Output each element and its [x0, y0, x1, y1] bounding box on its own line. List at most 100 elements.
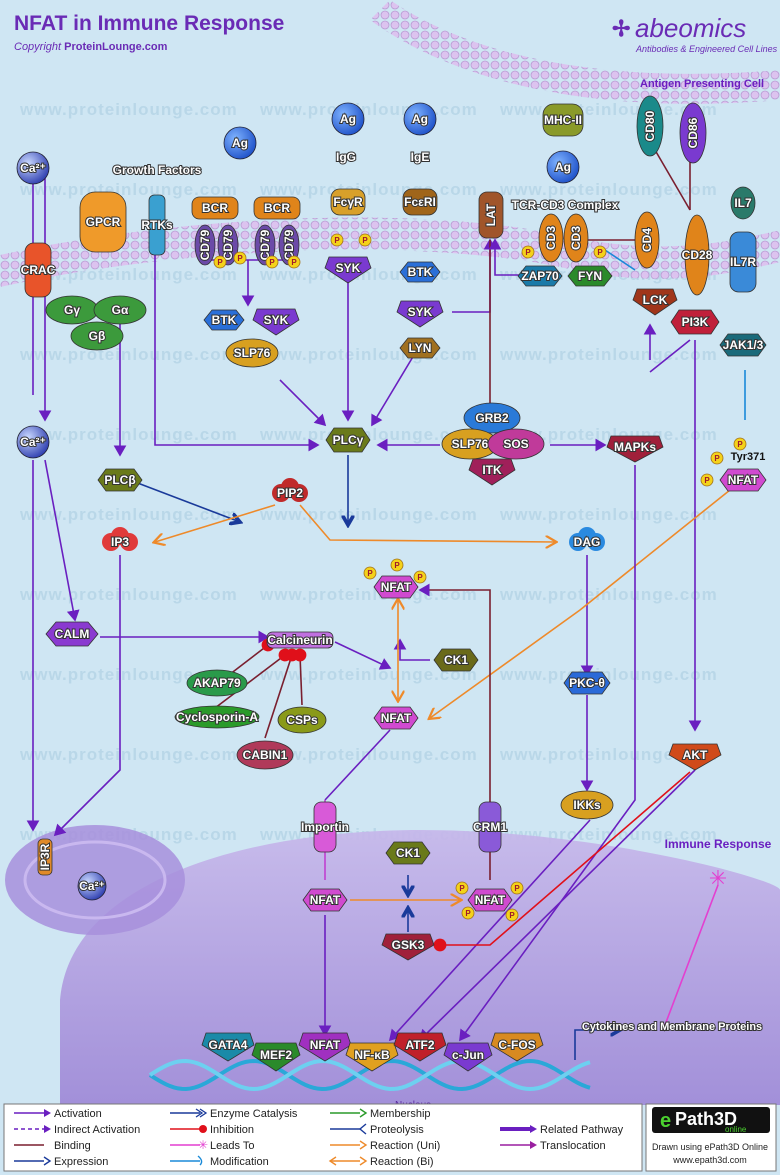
node-ca-mid[interactable]: Ca²⁺: [16, 425, 50, 459]
node-cd79-1[interactable]: CD79: [194, 224, 216, 266]
legend-item: Modification: [170, 1155, 269, 1168]
node-cd80[interactable]: CD80: [636, 95, 664, 157]
node-pip2[interactable]: PIP2: [272, 478, 308, 502]
watermark-text: www.proteinlounge.com: [499, 665, 718, 684]
node-mhc[interactable]: MHC-II: [542, 103, 584, 137]
node-lyn[interactable]: LYN: [399, 337, 441, 359]
node-slp76-bcr[interactable]: SLP76: [225, 338, 279, 368]
node-fyn[interactable]: FYN: [567, 265, 613, 287]
node-ca-top[interactable]: Ca²⁺: [16, 151, 50, 185]
node-nfat-p-top[interactable]: NFAT: [373, 575, 419, 599]
node-lat[interactable]: LAT: [478, 191, 504, 239]
node-gata4[interactable]: GATA4: [201, 1032, 255, 1062]
node-mapks[interactable]: MAPKs: [606, 435, 664, 463]
node-g-gamma[interactable]: Gγ: [45, 295, 99, 325]
node-jak[interactable]: JAK1/3: [719, 333, 767, 357]
node-importin[interactable]: Importin: [300, 801, 350, 853]
node-calcineurin[interactable]: Calcineurin: [266, 631, 334, 649]
footer-logo[interactable]: e Path3D online Drawn using ePath3D Onli…: [645, 1103, 777, 1172]
node-fcgr[interactable]: FcγR: [330, 188, 366, 216]
node-nfat-nuc[interactable]: NFAT: [302, 888, 348, 912]
node-syk-fcg[interactable]: SYK: [324, 256, 372, 284]
node-ag2[interactable]: Ag: [331, 102, 365, 136]
node-ck1-top[interactable]: CK1: [433, 648, 479, 672]
node-cd3b[interactable]: CD3: [563, 213, 589, 263]
node-nfat-dna[interactable]: NFAT: [298, 1032, 352, 1062]
node-plcg[interactable]: PLCγ: [325, 427, 371, 453]
node-nfat-tyr[interactable]: NFAT: [719, 468, 767, 492]
legend-item: Translocation: [500, 1140, 606, 1152]
node-ag1[interactable]: Ag: [223, 126, 257, 160]
node-label: Calcineurin: [267, 633, 332, 647]
node-ikks[interactable]: IKKs: [560, 790, 614, 820]
node-gsk3[interactable]: GSK3: [381, 933, 435, 961]
node-cabin1[interactable]: CABIN1: [236, 740, 294, 770]
brand-name: abeomics: [635, 13, 746, 43]
node-cd79-4[interactable]: CD79: [278, 224, 300, 266]
node-cd79-2[interactable]: CD79: [217, 224, 239, 266]
node-syk-fce[interactable]: SYK: [396, 300, 444, 328]
node-cd28[interactable]: CD28: [681, 214, 714, 296]
node-g-beta[interactable]: Gβ: [70, 321, 124, 351]
node-akt[interactable]: AKT: [668, 743, 722, 771]
node-label: C-FOS: [498, 1038, 535, 1052]
node-cfos[interactable]: C-FOS: [490, 1032, 544, 1062]
node-plcb[interactable]: PLCβ: [97, 468, 143, 492]
node-nfat-mid[interactable]: NFAT: [373, 706, 419, 730]
node-grb2[interactable]: GRB2: [463, 402, 521, 434]
node-cd4[interactable]: CD4: [634, 211, 660, 269]
node-syk-bcr[interactable]: SYK: [252, 308, 300, 336]
node-dag[interactable]: DAG: [569, 527, 605, 551]
node-label: DAG: [574, 535, 601, 549]
node-slp76[interactable]: SLP76: [441, 428, 499, 460]
node-zap70[interactable]: ZAP70: [517, 265, 563, 287]
node-csps[interactable]: CSPs: [277, 706, 327, 734]
node-rtks[interactable]: RTKs: [140, 194, 174, 256]
node-crac[interactable]: CRAC: [20, 242, 57, 298]
node-itk[interactable]: ITK: [468, 458, 516, 486]
node-tcr[interactable]: TCR-CD3 Complex: [511, 197, 620, 213]
node-ag3[interactable]: Ag: [403, 102, 437, 136]
node-btk-fce[interactable]: BTK: [399, 261, 441, 283]
node-atf2[interactable]: ATF2: [393, 1032, 447, 1062]
node-ip3r[interactable]: IP3R: [37, 838, 53, 876]
node-calm[interactable]: CALM: [45, 621, 99, 647]
node-bcr1[interactable]: BCR: [191, 196, 239, 220]
node-pi3k[interactable]: PI3K: [670, 309, 720, 335]
node-il7[interactable]: IL7: [730, 186, 756, 220]
node-akap79[interactable]: AKAP79: [186, 669, 248, 697]
node-il7r[interactable]: IL7R: [729, 231, 757, 293]
node-pkc[interactable]: PKC-θ: [563, 671, 611, 695]
node-mef2[interactable]: MEF2: [251, 1042, 301, 1072]
node-cd3a[interactable]: CD3: [538, 213, 564, 263]
node-sos[interactable]: SOS: [487, 428, 545, 460]
node-label: Ag: [412, 112, 428, 126]
watermark-text: www.proteinlounge.com: [19, 745, 238, 764]
node-lck[interactable]: LCK: [632, 288, 678, 316]
node-cyclosporin[interactable]: Cyclosporin-A: [174, 705, 260, 729]
node-cd86[interactable]: CD86: [679, 102, 707, 164]
node-g-alpha[interactable]: Gα: [93, 295, 147, 325]
node-nfkb[interactable]: NF-κB: [345, 1042, 399, 1072]
brand-logo[interactable]: ✢ abeomics Antibodies & Engineered Cell …: [612, 13, 778, 54]
node-nfat-p-nuc[interactable]: NFAT: [467, 888, 513, 912]
node-ag4[interactable]: Ag: [546, 150, 580, 184]
node-cd79-3[interactable]: CD79: [254, 224, 276, 266]
node-btk-bcr[interactable]: BTK: [203, 309, 245, 331]
node-growth-factors[interactable]: Growth Factors: [112, 162, 203, 178]
node-igg[interactable]: IgG: [335, 149, 357, 165]
node-ige[interactable]: IgE: [410, 149, 431, 165]
node-bcr2[interactable]: BCR: [253, 196, 301, 220]
phosphate-label: P: [737, 440, 743, 449]
node-crm1[interactable]: CRM1: [472, 801, 508, 853]
node-label: CRM1: [473, 820, 507, 834]
node-ca-er[interactable]: Ca²⁺: [77, 871, 107, 901]
cytokines-label[interactable]: Cytokines and Membrane Proteins: [581, 1020, 763, 1034]
node-cjun[interactable]: c-Jun: [443, 1042, 493, 1072]
node-gpcr[interactable]: GPCR: [79, 191, 127, 253]
node-fceri[interactable]: FcεRI: [402, 188, 438, 216]
node-label: MAPKs: [614, 440, 656, 454]
immune-response[interactable]: Immune Response✳: [665, 837, 772, 891]
node-ck1-nuc[interactable]: CK1: [385, 841, 431, 865]
node-ip3[interactable]: IP3: [102, 527, 138, 551]
